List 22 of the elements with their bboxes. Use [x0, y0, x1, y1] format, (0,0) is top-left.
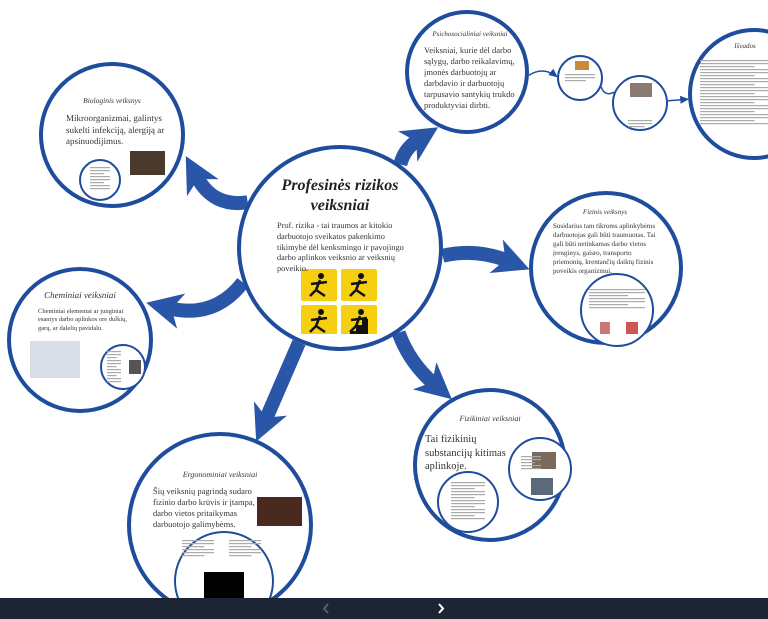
arrow	[668, 96, 690, 104]
sub-circle	[100, 344, 146, 390]
heading: Ergonominiai veiksniai	[182, 470, 258, 480]
description: Veiksniai, kurie dėl darbo sąlygų, darbo reikalavimų, įmonės darbuotojų ar darbdavio ir darbuotojų tarpusavio santykių trukdo produktyviai dirbti.	[424, 45, 516, 112]
description: Prof. rizika - tai traumos ar kitokio darbuotojo sveikatos pakenkimo tikimybė dėl kenksmingo ir pavojingo darbo aplinkos veiksnio ar veiksnių poveikio.	[277, 221, 405, 275]
block-arrow	[254, 340, 306, 442]
connector-line	[600, 86, 614, 94]
arrow	[528, 68, 558, 78]
sub-circle	[580, 273, 654, 347]
sub-circle	[79, 159, 121, 201]
block-arrow	[394, 126, 438, 166]
description: Tai fizikinių substancijų kitimas aplinkoje.	[425, 433, 507, 474]
block-arrow	[392, 330, 452, 400]
heading: Cheminiai veiksniai	[43, 290, 117, 302]
block-arrow	[146, 278, 248, 328]
title: Profesinės rizikos veiksniai	[280, 176, 400, 216]
description: Mikroorganizmai, galintys sukelti infekciją, alergiją ar apsinuodijimus.	[66, 113, 166, 148]
block-arrow	[441, 240, 530, 274]
description: Šių veiksnių pagrindą sudaro fizinio darbo krūvis ir įtampa, darbo vietos pritaikymas darbuotojo galimybėms.	[153, 486, 256, 530]
block-arrow	[184, 156, 249, 210]
heading: Fizikiniai veiksniai	[458, 414, 522, 424]
sub-circle	[557, 55, 603, 101]
